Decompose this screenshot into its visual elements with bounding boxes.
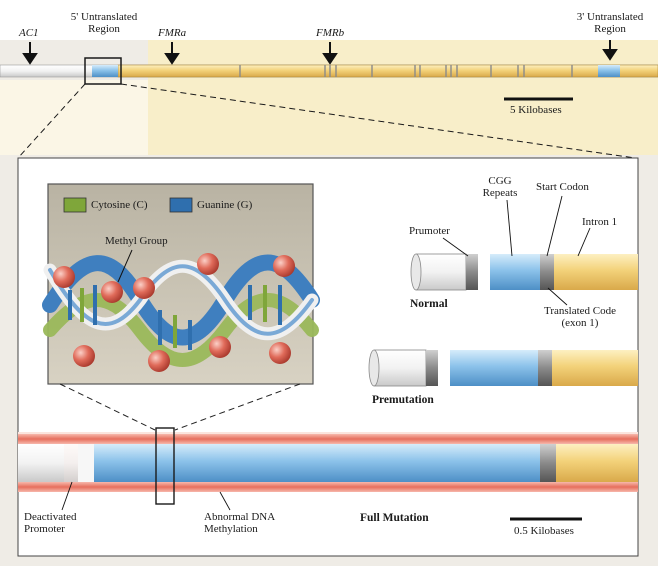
utr3-label: 3' Untranslated Region <box>566 11 654 35</box>
zoom-box <box>84 57 122 85</box>
abnormal-line2: Methylation <box>204 523 258 536</box>
deactivated-promoter-label: Deactivated Promoter <box>24 511 77 535</box>
fmra-label: FMRa <box>158 27 187 39</box>
translated-line1: Translated Code <box>543 305 616 317</box>
gene-overview-track <box>0 64 658 78</box>
methyl-group-label: Methyl Group <box>105 235 168 247</box>
cgg-line2: Repeats <box>482 187 518 200</box>
scale-label-half-kb: 0.5 Kilobases <box>514 525 574 537</box>
utr3-line2: Region <box>594 23 626 36</box>
premutation-title: Premutation <box>372 394 434 406</box>
methyl-group-balls <box>53 253 295 372</box>
intron-label: Intron 1 <box>582 216 618 228</box>
double-helix <box>42 254 320 367</box>
cgg-repeats-label: CGG Repeats <box>470 175 530 199</box>
full-callouts <box>61 481 231 511</box>
start-codon-label: Start Codon <box>536 181 589 193</box>
utr5-line2: Region <box>88 23 120 36</box>
promoter-label: Prumoter <box>409 225 450 237</box>
guanine-swatch <box>169 197 193 213</box>
ac1-label: AC1 <box>19 27 39 39</box>
premutation-allele-bar <box>368 349 638 387</box>
abnormal-line1: Abnormal DNA <box>204 511 276 523</box>
scale-label-5kb: 5 Kilobases <box>510 104 562 116</box>
full-mutation-title: Full Mutation <box>360 512 429 524</box>
utr5-label: 5' Untranslated Region <box>60 11 148 35</box>
methylation-window <box>155 427 175 505</box>
dna-methylation-inset <box>42 183 320 385</box>
gene-highlight-band <box>148 40 658 155</box>
normal-callouts <box>442 195 591 306</box>
translated-code-label: Translated Code (exon 1) <box>530 305 630 329</box>
cytosine-label: Cytosine (C) <box>91 199 148 211</box>
abnormal-methylation-label: Abnormal DNA Methylation <box>204 511 275 535</box>
translated-line2: (exon 1) <box>561 317 599 330</box>
normal-allele-bar <box>410 253 638 291</box>
full-mutation-allele-bar <box>18 427 638 505</box>
deactivated-line1: Deactivated <box>24 511 77 523</box>
cgg-line1: CGG <box>488 175 512 187</box>
normal-title: Normal <box>410 298 448 310</box>
guanine-label: Guanine (G) <box>197 199 253 211</box>
fmrb-label: FMRb <box>316 27 345 39</box>
utr3-line1: 3' Untranslated <box>576 11 644 23</box>
utr5-line1: 5' Untranslated <box>70 11 138 23</box>
marker-arrows <box>22 40 618 65</box>
deactivated-line2: Promoter <box>24 523 65 536</box>
cytosine-swatch <box>63 197 87 213</box>
